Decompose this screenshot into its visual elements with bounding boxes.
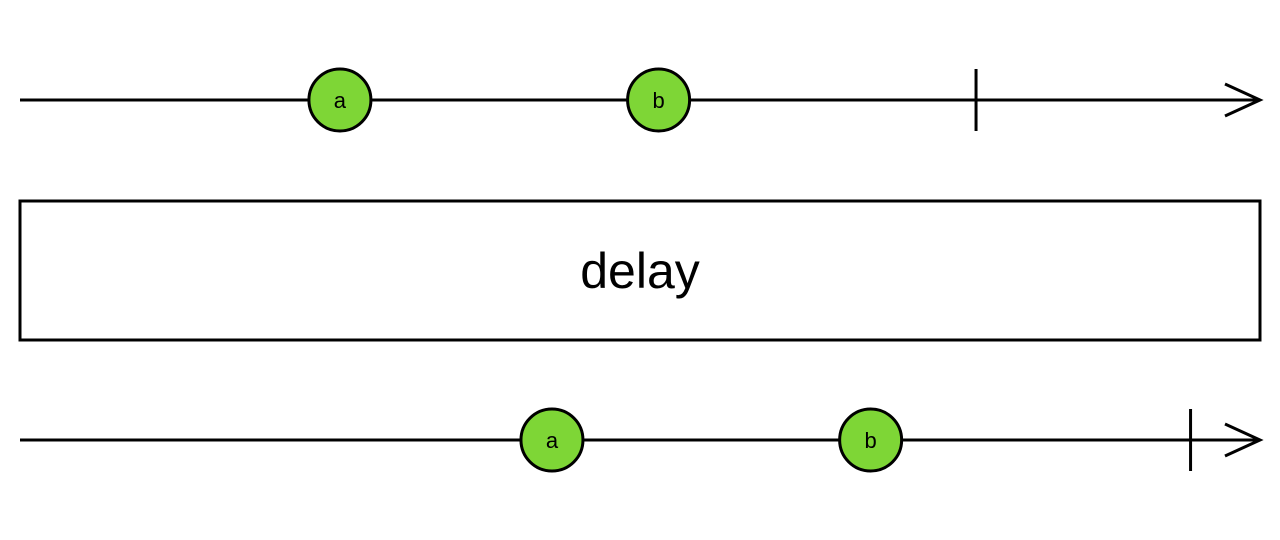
input-marble-label: b bbox=[652, 88, 664, 113]
output-marble-label: b bbox=[865, 428, 877, 453]
input-arrow-icon bbox=[1224, 82, 1264, 118]
output-marble-circle bbox=[838, 407, 904, 473]
operator-box: delay bbox=[18, 199, 1262, 342]
output-marble-label: a bbox=[546, 428, 559, 453]
output-marble-a: a bbox=[519, 407, 585, 473]
input-marble-a: a bbox=[307, 67, 373, 133]
operator-box-frame bbox=[18, 199, 1262, 342]
output-arrow-icon bbox=[1224, 422, 1264, 458]
input-marble-b: b bbox=[626, 67, 692, 133]
operator-label: delay bbox=[580, 243, 700, 299]
input-marble-label: a bbox=[334, 88, 347, 113]
output-marble-b: b bbox=[838, 407, 904, 473]
input-marble-circle bbox=[307, 67, 373, 133]
input-marble-circle bbox=[626, 67, 692, 133]
output-marble-circle bbox=[519, 407, 585, 473]
